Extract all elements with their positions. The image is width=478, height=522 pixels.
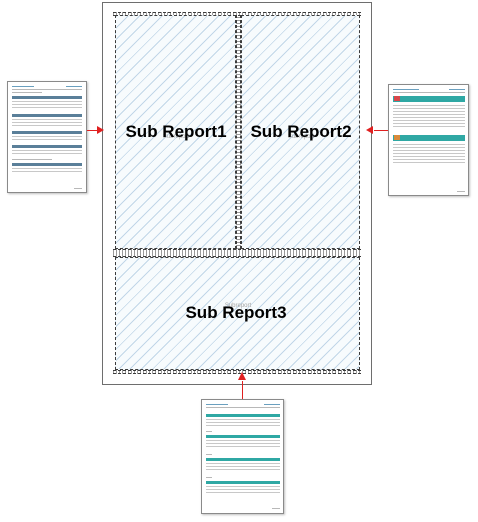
subreport-2-region[interactable]: Subreport Sub Report2 <box>241 15 360 249</box>
thumb-header <box>393 96 465 102</box>
thumb-line <box>66 86 82 87</box>
subreport-3-ghost-label: Subreport <box>224 303 252 309</box>
thumb-line <box>457 191 465 192</box>
subreport-1-ghost-label: Subreport <box>162 134 190 140</box>
thumb-row <box>393 120 465 121</box>
thumb-header <box>206 414 280 417</box>
thumb-row <box>12 171 82 172</box>
thumb-line <box>272 508 280 509</box>
thumb-row <box>393 105 465 106</box>
thumb-line <box>12 89 82 90</box>
thumb-row <box>206 463 280 464</box>
thumb-image <box>394 96 400 101</box>
thumb-line <box>74 188 82 189</box>
subreport-2-thumbnail <box>388 84 469 196</box>
thumb-line <box>206 454 212 455</box>
thumb-row <box>393 114 465 115</box>
thumb-row <box>206 440 280 441</box>
thumb-line <box>393 92 465 93</box>
thumb-row <box>393 150 465 151</box>
arrow-bottom-head <box>238 372 246 380</box>
thumb-header <box>12 163 82 166</box>
arrow-right-to-subreport-2 <box>374 130 388 131</box>
thumb-row <box>393 108 465 109</box>
master-report-layout: Subreport Sub Report1 Subreport Sub Repo… <box>102 2 372 385</box>
thumb-row <box>206 486 280 487</box>
thumb-header <box>206 435 280 438</box>
thumb-row <box>393 126 465 127</box>
thumb-row <box>393 111 465 112</box>
thumb-row <box>12 104 82 105</box>
thumb-image <box>394 135 400 140</box>
thumb-line <box>206 477 212 478</box>
thumb-header <box>206 458 280 461</box>
thumb-row <box>206 422 280 423</box>
thumb-row <box>12 107 82 108</box>
thumb-row <box>12 153 82 154</box>
thumb-row <box>393 162 465 163</box>
thumb-line <box>206 404 228 405</box>
thumb-row <box>393 117 465 118</box>
thumb-row <box>12 150 82 151</box>
thumb-row <box>206 419 280 420</box>
vertical-divider-band <box>236 15 241 249</box>
thumb-row <box>12 136 82 137</box>
thumb-row <box>393 159 465 160</box>
subreport-1-region[interactable]: Subreport Sub Report1 <box>115 15 236 249</box>
arrow-left-to-subreport-1 <box>87 130 99 131</box>
thumb-row <box>206 466 280 467</box>
thumb-row <box>393 144 465 145</box>
thumb-header <box>12 96 82 99</box>
arrow-right-head <box>366 126 373 134</box>
thumb-header <box>393 135 465 141</box>
thumb-row <box>206 443 280 444</box>
thumb-row <box>206 489 280 490</box>
middle-band <box>113 249 361 257</box>
subreport-3-region[interactable]: Subreport Sub Report3 <box>115 257 360 370</box>
thumb-line <box>393 89 419 90</box>
subreport-3-thumbnail <box>201 399 284 514</box>
thumb-row <box>393 156 465 157</box>
thumb-row <box>12 101 82 102</box>
thumb-row <box>206 469 280 470</box>
thumb-row <box>206 446 280 447</box>
thumb-header <box>206 481 280 484</box>
thumb-header <box>12 114 82 117</box>
thumb-line <box>12 86 34 87</box>
arrow-left-head <box>97 126 104 134</box>
subreport-1-label: Sub Report1 <box>125 122 227 141</box>
bottom-band <box>113 370 361 374</box>
thumb-line <box>206 407 280 408</box>
thumb-row <box>12 168 82 169</box>
thumb-line <box>264 404 280 405</box>
subreport-2-label: Sub Report2 <box>250 122 352 141</box>
thumb-line <box>12 92 42 93</box>
thumb-row <box>12 119 82 120</box>
subreport-2-ghost-label: Subreport <box>287 134 315 140</box>
thumb-row <box>12 125 82 126</box>
subreport-1-thumbnail <box>7 81 87 193</box>
thumb-row <box>206 492 280 493</box>
thumb-row <box>12 139 82 140</box>
thumb-line <box>449 89 465 90</box>
thumb-row <box>393 123 465 124</box>
thumb-line <box>12 159 52 160</box>
subreport-3-label: Sub Report3 <box>185 303 287 322</box>
thumb-header <box>12 131 82 134</box>
thumb-row <box>393 147 465 148</box>
thumb-line <box>206 431 212 432</box>
thumb-row <box>206 425 280 426</box>
thumb-row <box>393 153 465 154</box>
arrow-bottom-to-subreport-3 <box>242 381 243 399</box>
thumb-row <box>12 122 82 123</box>
thumb-header <box>12 145 82 148</box>
